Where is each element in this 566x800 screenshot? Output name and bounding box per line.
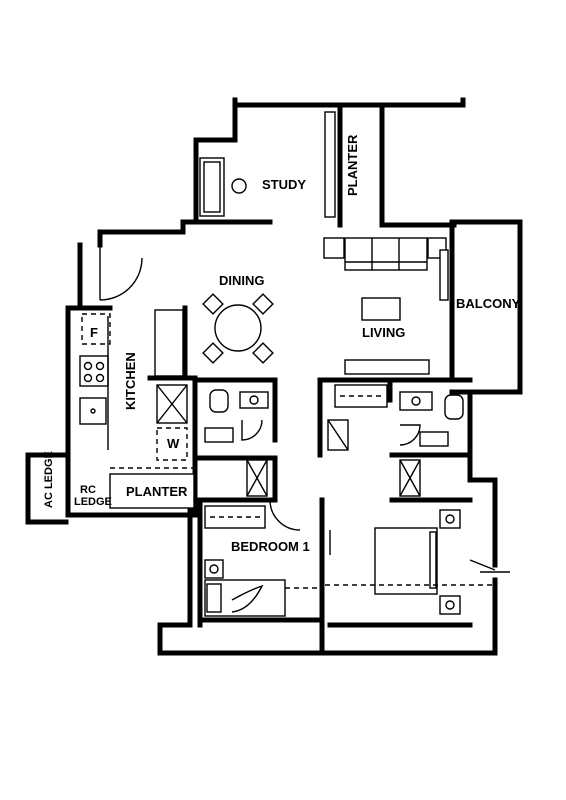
- kitchen-label: KITCHEN: [123, 352, 138, 410]
- rc-ledge-label-line1: RC: [80, 484, 96, 496]
- bedroom1-label: BEDROOM 1: [231, 539, 310, 554]
- wardrobes: [204, 384, 388, 529]
- living-furniture: [323, 237, 449, 375]
- study-label: STUDY: [262, 177, 306, 192]
- master-bedroom-furniture: [325, 509, 510, 615]
- study-furniture: [199, 111, 336, 218]
- bedroom1-furniture: [204, 499, 322, 617]
- living-label: LIVING: [362, 325, 405, 340]
- ac-ledge-label: AC LEDGE: [43, 451, 55, 508]
- bathroom-right: [327, 391, 464, 497]
- fridge-label: F: [90, 325, 98, 340]
- ledges: [67, 473, 195, 515]
- planter-top-label: PLANTER: [345, 134, 360, 196]
- rc-ledge-label-line2: LEDGE: [74, 496, 112, 508]
- kitchen-furniture: [79, 245, 195, 469]
- interior-walls: [65, 219, 473, 656]
- bathroom-left: [204, 389, 269, 497]
- dining-table: [202, 293, 274, 364]
- dining-label: DINING: [219, 273, 265, 288]
- balcony-label: BALCONY: [456, 296, 521, 311]
- washer-label: W: [167, 436, 180, 451]
- planter-bottom-label: PLANTER: [126, 484, 188, 499]
